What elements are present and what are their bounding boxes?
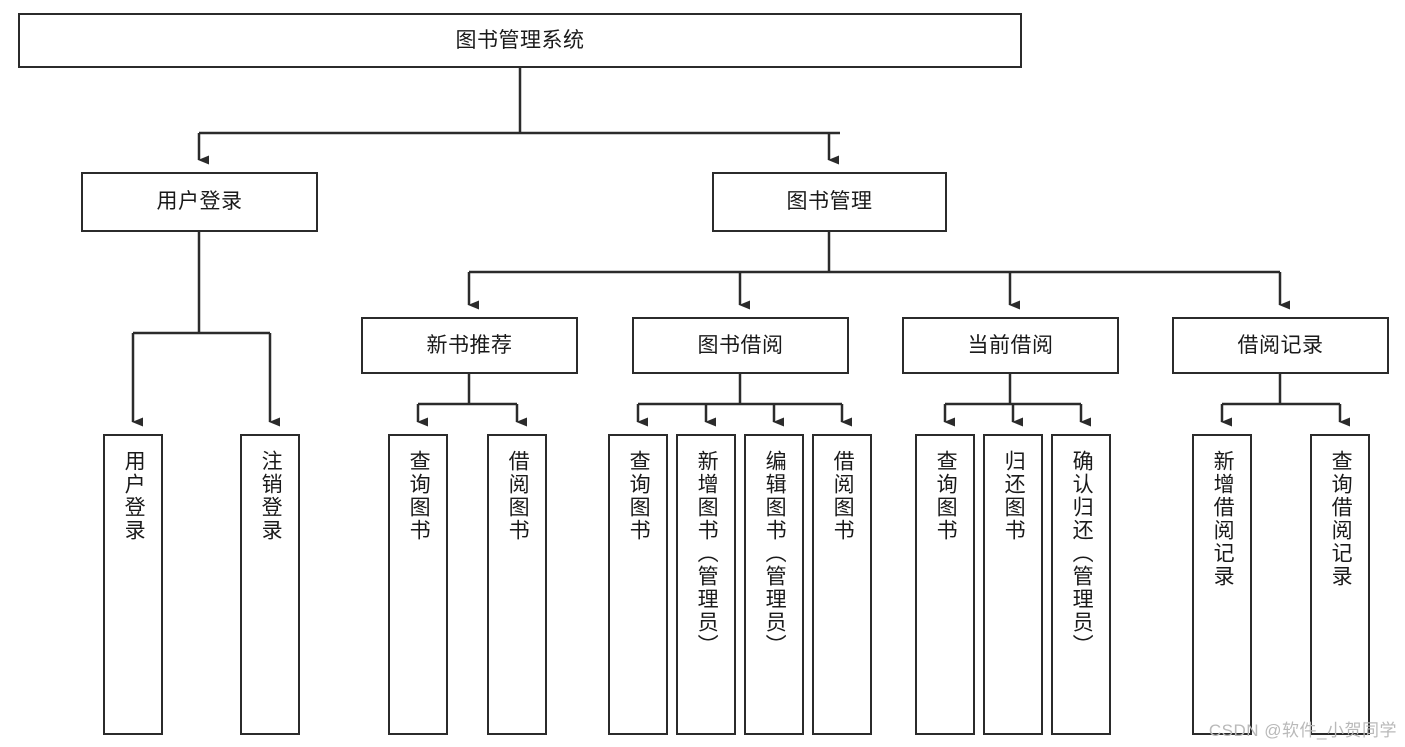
- leaf-edit-book-label: 编辑图书（管理员）: [763, 450, 787, 657]
- leaf-query-book-new[interactable]: 查询图书: [388, 434, 448, 735]
- leaf-borrow-book-new-label: 借阅图书: [506, 450, 530, 542]
- csdn-watermark: CSDN @软件_小贺同学: [1208, 721, 1397, 740]
- leaf-edit-book[interactable]: 编辑图书（管理员）: [744, 434, 804, 735]
- leaf-confirm-return[interactable]: 确认归还（管理员）: [1051, 434, 1111, 735]
- leaf-return-book[interactable]: 归还图书: [983, 434, 1043, 735]
- leaf-confirm-return-label: 确认归还（管理员）: [1070, 450, 1094, 657]
- node-book-manage[interactable]: 图书管理: [712, 172, 947, 232]
- node-root-label: 图书管理系统: [455, 28, 585, 52]
- node-user-login-label: 用户登录: [156, 190, 243, 214]
- node-book-borrow[interactable]: 图书借阅: [632, 317, 849, 374]
- leaf-user-login[interactable]: 用户登录: [103, 434, 163, 735]
- node-book-manage-label: 图书管理: [786, 190, 873, 214]
- node-new-book-recommend[interactable]: 新书推荐: [361, 317, 578, 374]
- leaf-return-book-label: 归还图书: [1002, 450, 1026, 542]
- leaf-add-record[interactable]: 新增借阅记录: [1192, 434, 1252, 735]
- leaf-query-book-new-label: 查询图书: [407, 450, 431, 542]
- leaf-query-record[interactable]: 查询借阅记录: [1310, 434, 1370, 735]
- leaf-add-book[interactable]: 新增图书（管理员）: [676, 434, 736, 735]
- leaf-query-book-borrow[interactable]: 查询图书: [608, 434, 668, 735]
- leaf-add-record-label: 新增借阅记录: [1211, 450, 1235, 588]
- leaf-query-book-current-label: 查询图书: [934, 450, 958, 542]
- node-user-login[interactable]: 用户登录: [81, 172, 318, 232]
- node-book-borrow-label: 图书借阅: [697, 333, 784, 357]
- node-borrow-record[interactable]: 借阅记录: [1172, 317, 1389, 374]
- leaf-borrow-book-new[interactable]: 借阅图书: [487, 434, 547, 735]
- leaf-user-logout-label: 注销登录: [259, 450, 283, 542]
- leaf-add-book-label: 新增图书（管理员）: [695, 450, 719, 657]
- leaf-user-login-label: 用户登录: [122, 450, 146, 542]
- node-current-borrow[interactable]: 当前借阅: [902, 317, 1119, 374]
- leaf-user-logout[interactable]: 注销登录: [240, 434, 300, 735]
- leaf-borrow-book[interactable]: 借阅图书: [812, 434, 872, 735]
- node-root[interactable]: 图书管理系统: [18, 13, 1022, 68]
- node-new-book-recommend-label: 新书推荐: [426, 333, 513, 357]
- leaf-query-book-borrow-label: 查询图书: [627, 450, 651, 542]
- leaf-query-book-current[interactable]: 查询图书: [915, 434, 975, 735]
- leaf-borrow-book-label: 借阅图书: [831, 450, 855, 542]
- leaf-query-record-label: 查询借阅记录: [1329, 450, 1353, 588]
- node-borrow-record-label: 借阅记录: [1237, 333, 1324, 357]
- node-current-borrow-label: 当前借阅: [967, 333, 1054, 357]
